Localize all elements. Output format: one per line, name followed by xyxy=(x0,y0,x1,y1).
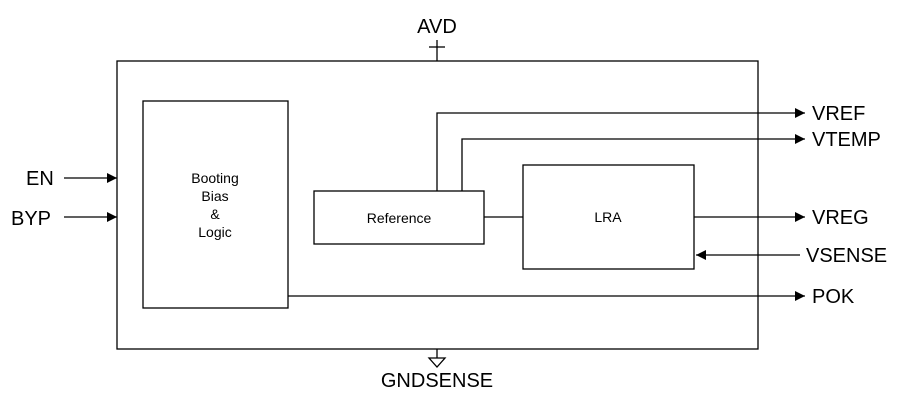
vref-line xyxy=(436,108,805,191)
lra-block xyxy=(522,164,695,270)
vref-label: VREF xyxy=(812,103,865,125)
booting-label-1: Booting xyxy=(191,170,238,186)
avd-label: AVD xyxy=(417,16,457,38)
vsense-label: VSENSE xyxy=(806,245,887,267)
booting-bias-logic-block xyxy=(142,100,289,309)
booting-label-3: & xyxy=(210,206,220,222)
gnd-pin-triangle xyxy=(427,357,447,368)
vtemp-line xyxy=(461,134,805,191)
reference-block xyxy=(313,190,485,245)
vtemp-label: VTEMP xyxy=(812,129,881,151)
booting-label-2: Bias xyxy=(201,188,228,204)
reference-label: Reference xyxy=(367,210,432,226)
byp-label: BYP xyxy=(11,208,51,230)
lra-label: LRA xyxy=(594,209,622,225)
booting-label-4: Logic xyxy=(198,224,231,240)
en-label: EN xyxy=(26,168,54,190)
pok-label: POK xyxy=(812,286,855,308)
gndsense-label: GNDSENSE xyxy=(381,370,493,392)
vreg-label: VREG xyxy=(812,207,869,229)
